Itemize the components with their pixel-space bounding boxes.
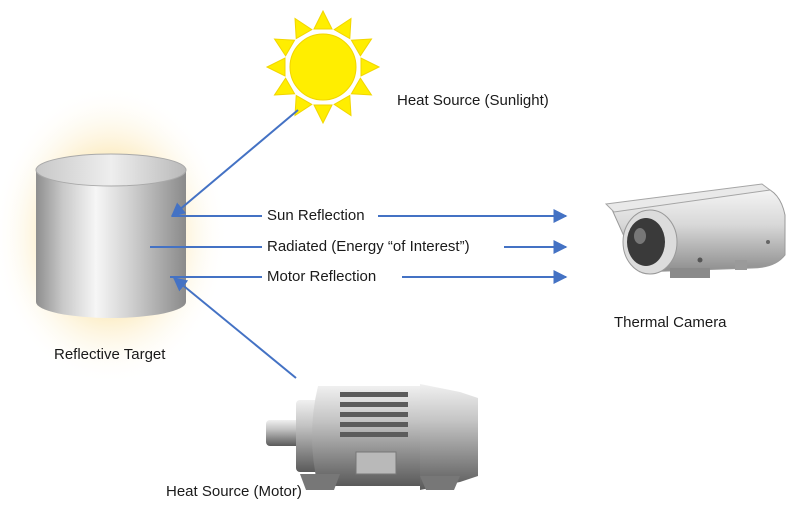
sun-reflection-label: Sun Reflection xyxy=(267,207,365,224)
motor-source-label: Heat Source (Motor) xyxy=(166,483,302,500)
motor-reflection-label: Motor Reflection xyxy=(267,268,377,285)
arrows xyxy=(150,109,568,379)
reflective-target-label: Reflective Target xyxy=(54,346,166,363)
thermal-camera-icon xyxy=(604,183,786,278)
electric-motor-icon xyxy=(266,384,478,490)
reflective-target xyxy=(0,85,228,385)
motor-incident-arrow xyxy=(172,277,297,379)
sunlight-incident-arrow xyxy=(170,109,299,217)
sunlight-source-label: Heat Source (Sunlight) xyxy=(397,92,549,109)
thermal-camera-label: Thermal Camera xyxy=(614,314,727,331)
cylinder-target-icon xyxy=(35,153,187,318)
sun-icon xyxy=(265,9,381,125)
radiated-energy-label: Radiated (Energy “of Interest”) xyxy=(267,238,470,255)
